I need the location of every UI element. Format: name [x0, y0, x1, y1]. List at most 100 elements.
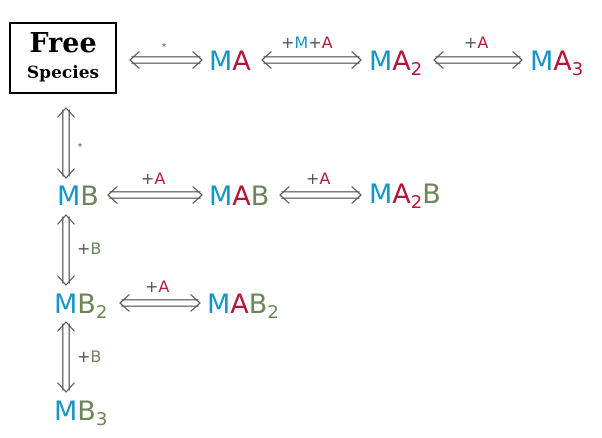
free-species-line2: Species — [26, 63, 100, 83]
species-mab: MAB — [209, 183, 269, 210]
species-ma2: MA2 — [369, 46, 422, 79]
arrow-ma-ma2-head — [261, 51, 272, 61]
species-mab2: MAB2 — [207, 289, 279, 322]
species-part: B — [422, 179, 441, 210]
species-mb2: MB2 — [54, 289, 107, 322]
label-part: A — [319, 169, 331, 188]
species-part: M — [530, 46, 554, 77]
arrow-ma2-ma3-head — [433, 51, 444, 61]
species-part: M — [209, 46, 233, 77]
arrow-ma2-ma3-head — [512, 59, 523, 69]
species-part: 3 — [571, 59, 584, 80]
arrow-mb-mab-head — [192, 186, 203, 196]
arrow-mb2-mb3-head — [57, 321, 67, 332]
free-species-line1: Free — [29, 28, 97, 59]
label-part: + — [77, 239, 91, 258]
arrow-mab-ma2b-head — [351, 186, 362, 196]
species-part: B — [248, 289, 268, 320]
species-part: B — [80, 181, 99, 212]
arrow-ma2-ma3-head — [433, 59, 444, 69]
label-ma-to-ma2: +M+A — [281, 35, 333, 51]
species-ma2b: MA2B — [369, 179, 441, 212]
label-mab-to-ma2b: +A — [306, 171, 330, 187]
arrow-mb2-mb3-head — [65, 321, 75, 332]
species-part: 2 — [410, 192, 423, 213]
arrow-mb-mb2-head — [57, 275, 67, 286]
arrow-free-mb-head — [57, 168, 67, 179]
species-part: A — [553, 46, 572, 77]
arrow-mb2-mab2-head — [119, 302, 130, 312]
species-part: M — [369, 179, 393, 210]
arrow-mb2-mab2-head — [119, 294, 130, 304]
species-ma: MA — [209, 48, 251, 75]
free-species-box: Free Species — [9, 22, 117, 94]
label-mb-to-mab: +A — [141, 171, 165, 187]
arrow-ma-ma2-head — [261, 59, 272, 69]
label-part: + — [306, 169, 320, 188]
arrow-mb2-mb3-head — [57, 382, 67, 393]
label-part: A — [477, 33, 489, 52]
species-part: A — [230, 289, 249, 320]
species-part: M — [54, 396, 78, 427]
arrow-mab-ma2b-head — [279, 186, 290, 196]
label-part: M — [294, 33, 309, 52]
species-mb3: MB3 — [54, 396, 107, 429]
label-part: + — [77, 347, 91, 366]
label-free-to-ma: ⋆ — [160, 39, 168, 52]
label-free-to-mb: ⋆ — [76, 139, 84, 152]
species-part: A — [392, 46, 411, 77]
species-part: B — [77, 396, 96, 427]
species-part: 2 — [267, 302, 279, 323]
label-part: A — [158, 277, 170, 296]
label-part: A — [154, 169, 166, 188]
species-part: 3 — [95, 409, 108, 430]
species-ma3: MA3 — [530, 46, 583, 79]
arrow-free-ma-head — [129, 59, 140, 69]
arrow-ma-ma2-head — [351, 59, 362, 69]
arrow-free-ma-head — [192, 59, 203, 69]
arrow-mb-mb2-head — [65, 275, 75, 286]
species-part: A — [232, 181, 251, 212]
species-part: A — [392, 179, 411, 210]
arrow-mb2-mb3-head — [65, 382, 75, 393]
species-part: M — [209, 181, 233, 212]
label-mb-to-mb2: +B — [77, 241, 101, 257]
label-part: B — [90, 239, 102, 258]
species-part: A — [232, 46, 251, 77]
label-part: B — [90, 347, 102, 366]
species-part: M — [369, 46, 393, 77]
label-part: + — [141, 169, 155, 188]
arrow-ma-ma2-head — [351, 51, 362, 61]
arrow-mab-ma2b-head — [279, 194, 290, 204]
label-mb2-to-mb3: +B — [77, 349, 101, 365]
label-part: + — [145, 277, 159, 296]
label-mb2-to-mab2: +A — [145, 279, 169, 295]
label-part: + — [464, 33, 478, 52]
arrow-free-mb-head — [65, 107, 75, 118]
arrow-mb-mb2-head — [57, 214, 67, 225]
species-part: M — [54, 289, 78, 320]
arrow-mb-mab-head — [192, 194, 203, 204]
label-part: + — [308, 33, 322, 52]
arrow-mb-mab-head — [107, 194, 118, 204]
species-part: B — [250, 181, 270, 212]
species-part: B — [77, 289, 96, 320]
species-part: M — [207, 289, 231, 320]
arrow-mb2-mab2-head — [190, 294, 201, 304]
label-part: ⋆ — [160, 38, 169, 53]
arrow-mb-mab-head — [107, 186, 118, 196]
species-part: 2 — [95, 302, 108, 323]
species-part: M — [57, 181, 81, 212]
arrow-free-ma-head — [192, 51, 203, 61]
label-ma2-to-ma3: +A — [464, 35, 488, 51]
arrow-mab-ma2b-head — [351, 194, 362, 204]
species-mb: MB — [57, 183, 99, 210]
arrow-ma2-ma3-head — [512, 51, 523, 61]
arrow-free-mb-head — [57, 107, 67, 118]
arrow-mb-mb2-head — [65, 214, 75, 225]
label-part: + — [281, 33, 295, 52]
arrow-free-mb-head — [65, 168, 75, 179]
arrow-free-ma-head — [129, 51, 140, 61]
